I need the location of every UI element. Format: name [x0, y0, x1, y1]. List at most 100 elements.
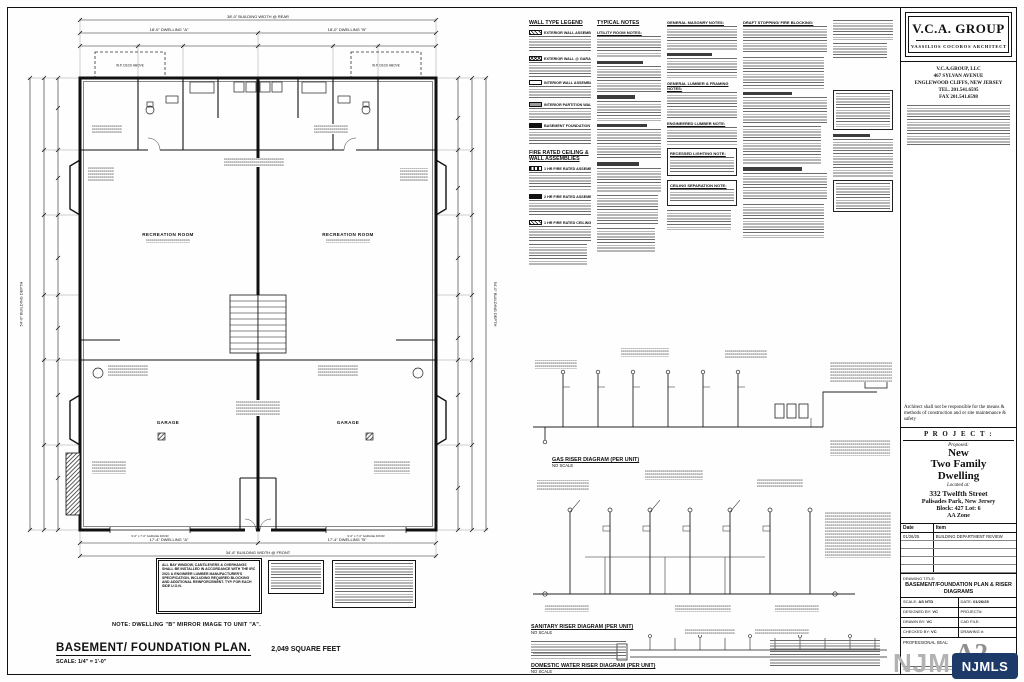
- note-text: [667, 127, 737, 146]
- dimension-ticks: [27, 17, 489, 559]
- drawn-by-cell: DRAWN BY: VC: [901, 618, 959, 628]
- note-text: [743, 126, 822, 165]
- riser-diagrams: [533, 348, 892, 661]
- stairs: [229, 294, 287, 354]
- fax-number: FAX 201.541.6598: [939, 95, 978, 100]
- note-text: [529, 226, 591, 241]
- drawing-number-cell: DRAWING #:: [958, 628, 1016, 638]
- domestic-water-riser-title: DOMESTIC WATER RISER DIAGRAM (PER UNIT): [531, 663, 656, 669]
- legend-item-label: INTERIOR WALL ASSEMBLY:: [544, 80, 591, 85]
- note-text: [670, 189, 734, 204]
- masonry-framing-notes-column: GENERAL MASONRY NOTES: GENERAL LUMBER & …: [667, 20, 737, 332]
- water-service-note-text: [770, 640, 880, 668]
- note-text: [529, 129, 591, 144]
- phone-number: TEL. 201.541.6595: [938, 88, 979, 93]
- logo-divider: [916, 40, 1001, 41]
- foundation-note-box: [268, 560, 324, 594]
- room-label-garage-a: GARAGE: [157, 420, 180, 425]
- revision-row: 01/26/25 BUILDING DEPARTMENT REVIEW: [901, 532, 1016, 542]
- mirror-note: NOTE: DWELLING "B" MIRROR IMAGE TO UNIT …: [112, 622, 261, 628]
- recessed-lighting-head: RECESSED LIGHTING NOTE:: [670, 151, 726, 157]
- fire-ceiling-swatch: [529, 220, 542, 225]
- note-subhead: [833, 134, 871, 138]
- sanitary-riser-caption: SANITARY RISER DIAGRAM (PER UNIT) NO SCA…: [531, 624, 633, 635]
- fire-rated-title: FIRE RATED CEILING & WALL ASSEMBLIES: [529, 150, 589, 162]
- note-subhead: [597, 162, 640, 166]
- note-subhead: [597, 95, 636, 99]
- project-city: Palisades Park, New Jersey: [921, 498, 996, 506]
- sanitary-riser-lines: [533, 499, 855, 597]
- note-text: [836, 183, 890, 210]
- revision-table: Date Item 01/26/25 BUILDING DEPARTMENT R…: [901, 524, 1016, 574]
- legend-title: WALL TYPE LEGEND: [529, 20, 583, 26]
- designed-by-cell: DESIGNED BY: VC: [901, 608, 959, 618]
- extension-lines: [28, 18, 488, 558]
- domestic-water-riser-noscale: NO SCALE: [531, 669, 553, 674]
- deck-label-a: W.P. DECK ABOVE: [116, 64, 144, 68]
- typical-notes-column: TYPICAL NOTES UTILITY ROOM NOTES:: [597, 20, 661, 332]
- project-label: P R O J E C T :: [903, 430, 1014, 441]
- legend-item-label: INTERIOR PARTITION WALL:: [544, 102, 591, 107]
- note-text: [529, 62, 591, 77]
- zone-label: AA Zone: [947, 513, 970, 520]
- note-text: [833, 139, 893, 178]
- gas-riser-caption: GAS RISER DIAGRAM (PER UNIT) NO SCALE: [552, 457, 639, 468]
- professional-seal-label: PROFESSIONAL SEAL:: [903, 640, 949, 645]
- dim-dwelling-b-rear: 18'-0" DWELLING "B": [328, 27, 367, 32]
- note-text: [271, 563, 321, 590]
- cad-file-cell: CAD FILE:: [958, 618, 1016, 628]
- note-text: [836, 93, 890, 127]
- ceiling-separation-head: CEILING SEPARATION NOTE:: [670, 183, 727, 189]
- note-text: [743, 97, 827, 124]
- room-label-recreation-b: RECREATION ROOM: [322, 232, 374, 237]
- note-text: [529, 244, 588, 266]
- note-text: [529, 86, 591, 99]
- legend-item-label: EXTERIOR WALL ASSEMBLY:: [544, 30, 591, 35]
- note-text: [529, 172, 591, 191]
- legend-item-label: BASEMENT FOUNDATION WALL:: [544, 123, 591, 128]
- plumbing-fixtures: [92, 81, 424, 441]
- project-name-line-1: New: [948, 446, 969, 459]
- plan-callout-notes: [88, 124, 428, 474]
- dim-width-front: 34'-8" BUILDING WIDTH @ FRONT: [226, 550, 291, 555]
- dim-dwelling-b-front: 17'-4" DWELLING "B": [328, 537, 367, 542]
- wall-open-swatch: [529, 80, 542, 85]
- drawing-title: BASEMENT/FOUNDATION PLAN & RISER DIAGRAM…: [905, 582, 1012, 595]
- revision-row-empty: [901, 548, 1016, 558]
- draft-stopping-head: DRAFT STOPPING/ FIRE BLOCKING:: [743, 20, 814, 25]
- door-openings: [109, 137, 407, 533]
- dim-depth-left: 54'-0" BUILDING DEPTH: [19, 281, 24, 326]
- revision-date: 01/26/25: [901, 532, 934, 542]
- architect-name: VASSILIOS COCOROS ARCHITECT: [911, 44, 1007, 49]
- project-name-line-2: Two Family: [930, 458, 987, 471]
- gas-riser-lines: [533, 369, 888, 445]
- title-block: V.C.A. GROUP VASSILIOS COCOROS ARCHITECT…: [900, 8, 1016, 674]
- legend-item-label: 1 HR FIRE RATED CEILING:: [544, 220, 591, 225]
- firm-address-block: V.C.A.GROUP, LLC 467 SYLVAN AVENUE ENGLE…: [901, 62, 1016, 103]
- note-text: [743, 172, 827, 201]
- scale-cell: SCALE: AS NTD: [901, 598, 959, 608]
- room-size-note-a: [146, 239, 190, 243]
- misc-note-box: [833, 180, 893, 213]
- dim-depth-right: 54'-0" BUILDING DEPTH: [493, 282, 498, 327]
- sheet-border-frame: [7, 7, 1017, 675]
- wall-crosshatch-swatch: [529, 56, 542, 61]
- wall-gray-swatch: [529, 102, 542, 107]
- wall-hatch-swatch: [529, 30, 542, 35]
- utility-room-notes-head: UTILITY ROOM NOTES:: [597, 30, 642, 35]
- sanitary-riser-noscale: NO SCALE: [531, 630, 553, 635]
- sewer-note-text: [531, 641, 626, 659]
- firm-logo-box: V.C.A. GROUP VASSILIOS COCOROS ARCHITECT: [901, 8, 1016, 62]
- note-text: [335, 563, 413, 604]
- plan-area: 2,049 SQUARE FEET: [271, 646, 341, 653]
- fire-1hr-swatch: [529, 166, 542, 171]
- wall-solid-swatch: [529, 123, 542, 128]
- revision-row-empty: [901, 540, 1016, 550]
- note-text: [833, 20, 893, 40]
- note-text: [597, 194, 658, 225]
- note-text: [667, 26, 737, 50]
- ceiling-separation-box: CEILING SEPARATION NOTE:: [667, 180, 737, 207]
- legend-item: INTERIOR WALL ASSEMBLY:: [529, 80, 591, 85]
- typical-notes-title: TYPICAL NOTES: [597, 20, 640, 26]
